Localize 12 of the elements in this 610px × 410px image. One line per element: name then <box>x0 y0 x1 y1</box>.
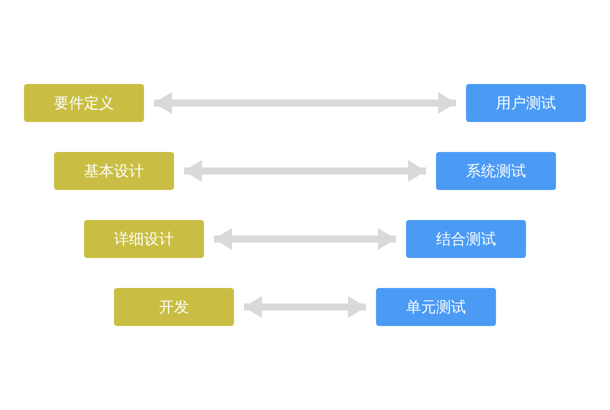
double-arrow <box>184 160 426 182</box>
double-arrow <box>154 92 456 114</box>
test-box: 系统测试 <box>436 152 556 190</box>
double-arrow <box>244 296 366 318</box>
test-box: 结合测试 <box>406 220 526 258</box>
phase-box: 开发 <box>114 288 234 326</box>
test-box: 单元测试 <box>376 288 496 326</box>
double-arrow <box>214 228 396 250</box>
phase-box: 详细设计 <box>84 220 204 258</box>
phase-box: 基本设计 <box>54 152 174 190</box>
test-box: 用户测试 <box>466 84 586 122</box>
phase-box: 要件定义 <box>24 84 144 122</box>
